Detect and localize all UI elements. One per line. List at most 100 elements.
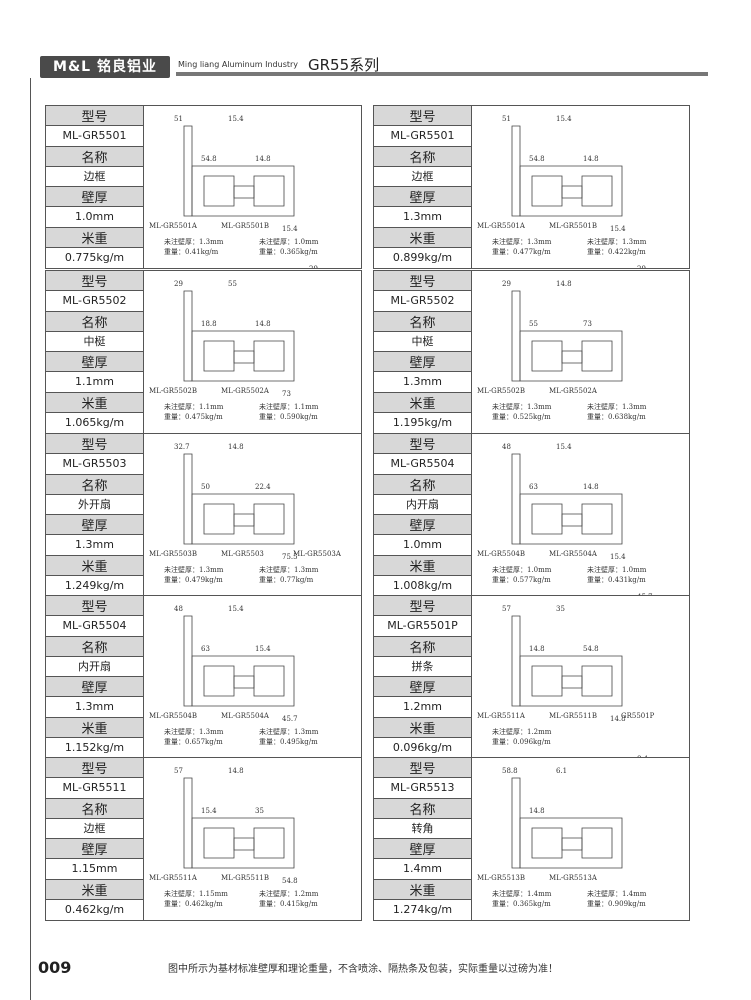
profile-shape [183, 125, 295, 217]
dimension-label: 14.8 [556, 280, 572, 288]
profile-outline [581, 827, 613, 859]
series-title: GR55系列 [308, 56, 380, 74]
profile-svg: 5714.83554.814.88.4ML-GR5511AML-GR5511BG… [477, 605, 655, 763]
profile-outline [191, 655, 295, 707]
spec-label-weight: 米重 [374, 879, 471, 900]
profile-outline [531, 503, 563, 535]
part-name: ML-GR5511B [221, 874, 269, 882]
spec-label-model: 型号 [374, 596, 471, 617]
note-text: 未注壁厚：1.0mm [259, 237, 319, 246]
spec-value-name: 边框 [46, 166, 143, 187]
note-text: 未注壁厚：1.0mm [587, 565, 647, 574]
note-text: 未注壁厚：1.1mm [164, 402, 224, 411]
note-text: 重量：0.657kg/m [164, 738, 223, 746]
profile-outline [519, 330, 623, 382]
spec-label-name: 名称 [374, 146, 471, 167]
profile-drawing: 5154.815.414.815.429ML-GR5501AML-GR5501B… [471, 106, 689, 273]
profile-outline [519, 165, 623, 217]
spec-label-wall: 壁厚 [374, 352, 471, 373]
spec-label-model: 型号 [46, 434, 143, 455]
part-name: ML-GR5502B [477, 387, 525, 395]
profile-outline [203, 175, 235, 207]
profile-shape [511, 125, 623, 217]
spec-value-model: ML-GR5513 [374, 778, 471, 799]
spec-label-wall: 壁厚 [46, 515, 143, 536]
dimension-label: 29 [174, 280, 183, 288]
part-name: ML-GR5501A [149, 222, 198, 230]
dimension-label: 14.8 [228, 767, 244, 775]
spec-label-wall: 壁厚 [46, 187, 143, 208]
profile-outline [203, 827, 235, 859]
dimension-label: 15.4 [610, 553, 626, 561]
note-text: 重量：0.415kg/m [259, 900, 318, 908]
spec-value-wall: 1.3mm [46, 535, 143, 556]
note-text: 重量：0.462kg/m [164, 900, 223, 908]
dimension-label: 54.8 [282, 877, 298, 885]
profile-outline [561, 185, 583, 199]
dimension-label: 55 [228, 280, 237, 288]
spec-label-model: 型号 [46, 596, 143, 617]
company-logo: M&L 铭良铝业 [40, 56, 170, 78]
part-name: ML-GR5504A [221, 712, 270, 720]
note-text: 重量：0.365kg/m [492, 900, 551, 908]
dimension-label: 29 [637, 265, 646, 268]
dimension-label: 15.4 [556, 443, 572, 451]
part-name: ML-GR5503A [293, 550, 342, 558]
dimension-label: 14.8 [583, 483, 599, 491]
note-text: 重量：0.638kg/m [587, 413, 646, 421]
note-text: 重量：0.590kg/m [259, 413, 318, 421]
dimension-label: 29 [502, 280, 511, 288]
profile-outline [183, 290, 193, 382]
profile-outline [511, 777, 521, 869]
note-text: 未注壁厚：1.3mm [492, 402, 552, 411]
spec-label-name: 名称 [46, 636, 143, 657]
part-name: ML-GR5504B [477, 550, 525, 558]
spec-value-weight: 0.096kg/m [374, 737, 471, 757]
profile-drawing: 486315.414.815.445.7ML-GR5504BML-GR5504A… [471, 434, 689, 601]
profile-shape [511, 615, 623, 707]
spec-value-name: 中梃 [374, 331, 471, 352]
profile-outline [561, 675, 583, 689]
part-name: ML-GR5513B [477, 874, 525, 882]
dimension-label: 15.4 [228, 115, 244, 123]
dimension-label: 58.8 [502, 767, 518, 775]
part-name: ML-GR5511B [549, 712, 597, 720]
spec-value-name: 外开扇 [46, 494, 143, 515]
profile-outline [531, 665, 563, 697]
profile-outline [233, 350, 255, 364]
dimension-label: 14.8 [255, 320, 271, 328]
spec-value-weight: 1.249kg/m [46, 575, 143, 595]
spec-label-model: 型号 [46, 106, 143, 127]
part-name: ML-GR5502A [549, 387, 598, 395]
spec-value-wall: 1.0mm [46, 207, 143, 228]
part-name: ML-GR5501A [477, 222, 526, 230]
profile-outline [233, 185, 255, 199]
profile-outline [203, 340, 235, 372]
company-name: Ming liang Aluminum Industry [178, 60, 299, 69]
spec-value-weight: 0.899kg/m [374, 247, 471, 267]
spec-value-wall: 1.3mm [374, 207, 471, 228]
profile-outline [561, 350, 583, 364]
note-text: 重量：0.77kg/m [259, 576, 314, 584]
page-number: 009 [38, 958, 72, 977]
spec-value-weight: 1.195kg/m [374, 412, 471, 432]
profile-outline [561, 837, 583, 851]
dimension-label: 54.8 [529, 155, 545, 163]
spec-value-name: 边框 [374, 166, 471, 187]
spec-label-weight: 米重 [374, 555, 471, 576]
spec-label-weight: 米重 [374, 392, 471, 413]
profile-outline [191, 165, 295, 217]
spec-value-name: 内开扇 [374, 494, 471, 515]
